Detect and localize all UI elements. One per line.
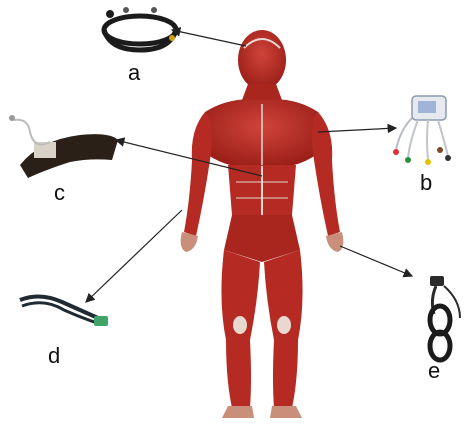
label-e: e bbox=[428, 360, 440, 382]
arrow-d bbox=[86, 210, 182, 302]
respiration-belt-icon bbox=[9, 115, 118, 178]
label-d: d bbox=[48, 345, 60, 367]
label-b: b bbox=[420, 172, 432, 194]
gsr-finger-electrodes-icon bbox=[430, 276, 460, 360]
label-c: c bbox=[54, 182, 65, 204]
arrow-e bbox=[340, 246, 412, 276]
ecg-monitor-icon bbox=[393, 96, 451, 165]
arrow-b bbox=[318, 128, 396, 132]
emg-sensor-cable-icon bbox=[20, 296, 108, 326]
eeg-headset-icon bbox=[104, 7, 176, 50]
label-a: a bbox=[128, 62, 140, 84]
human-muscular-anatomy-icon bbox=[181, 30, 344, 418]
arrow-a bbox=[172, 30, 246, 46]
